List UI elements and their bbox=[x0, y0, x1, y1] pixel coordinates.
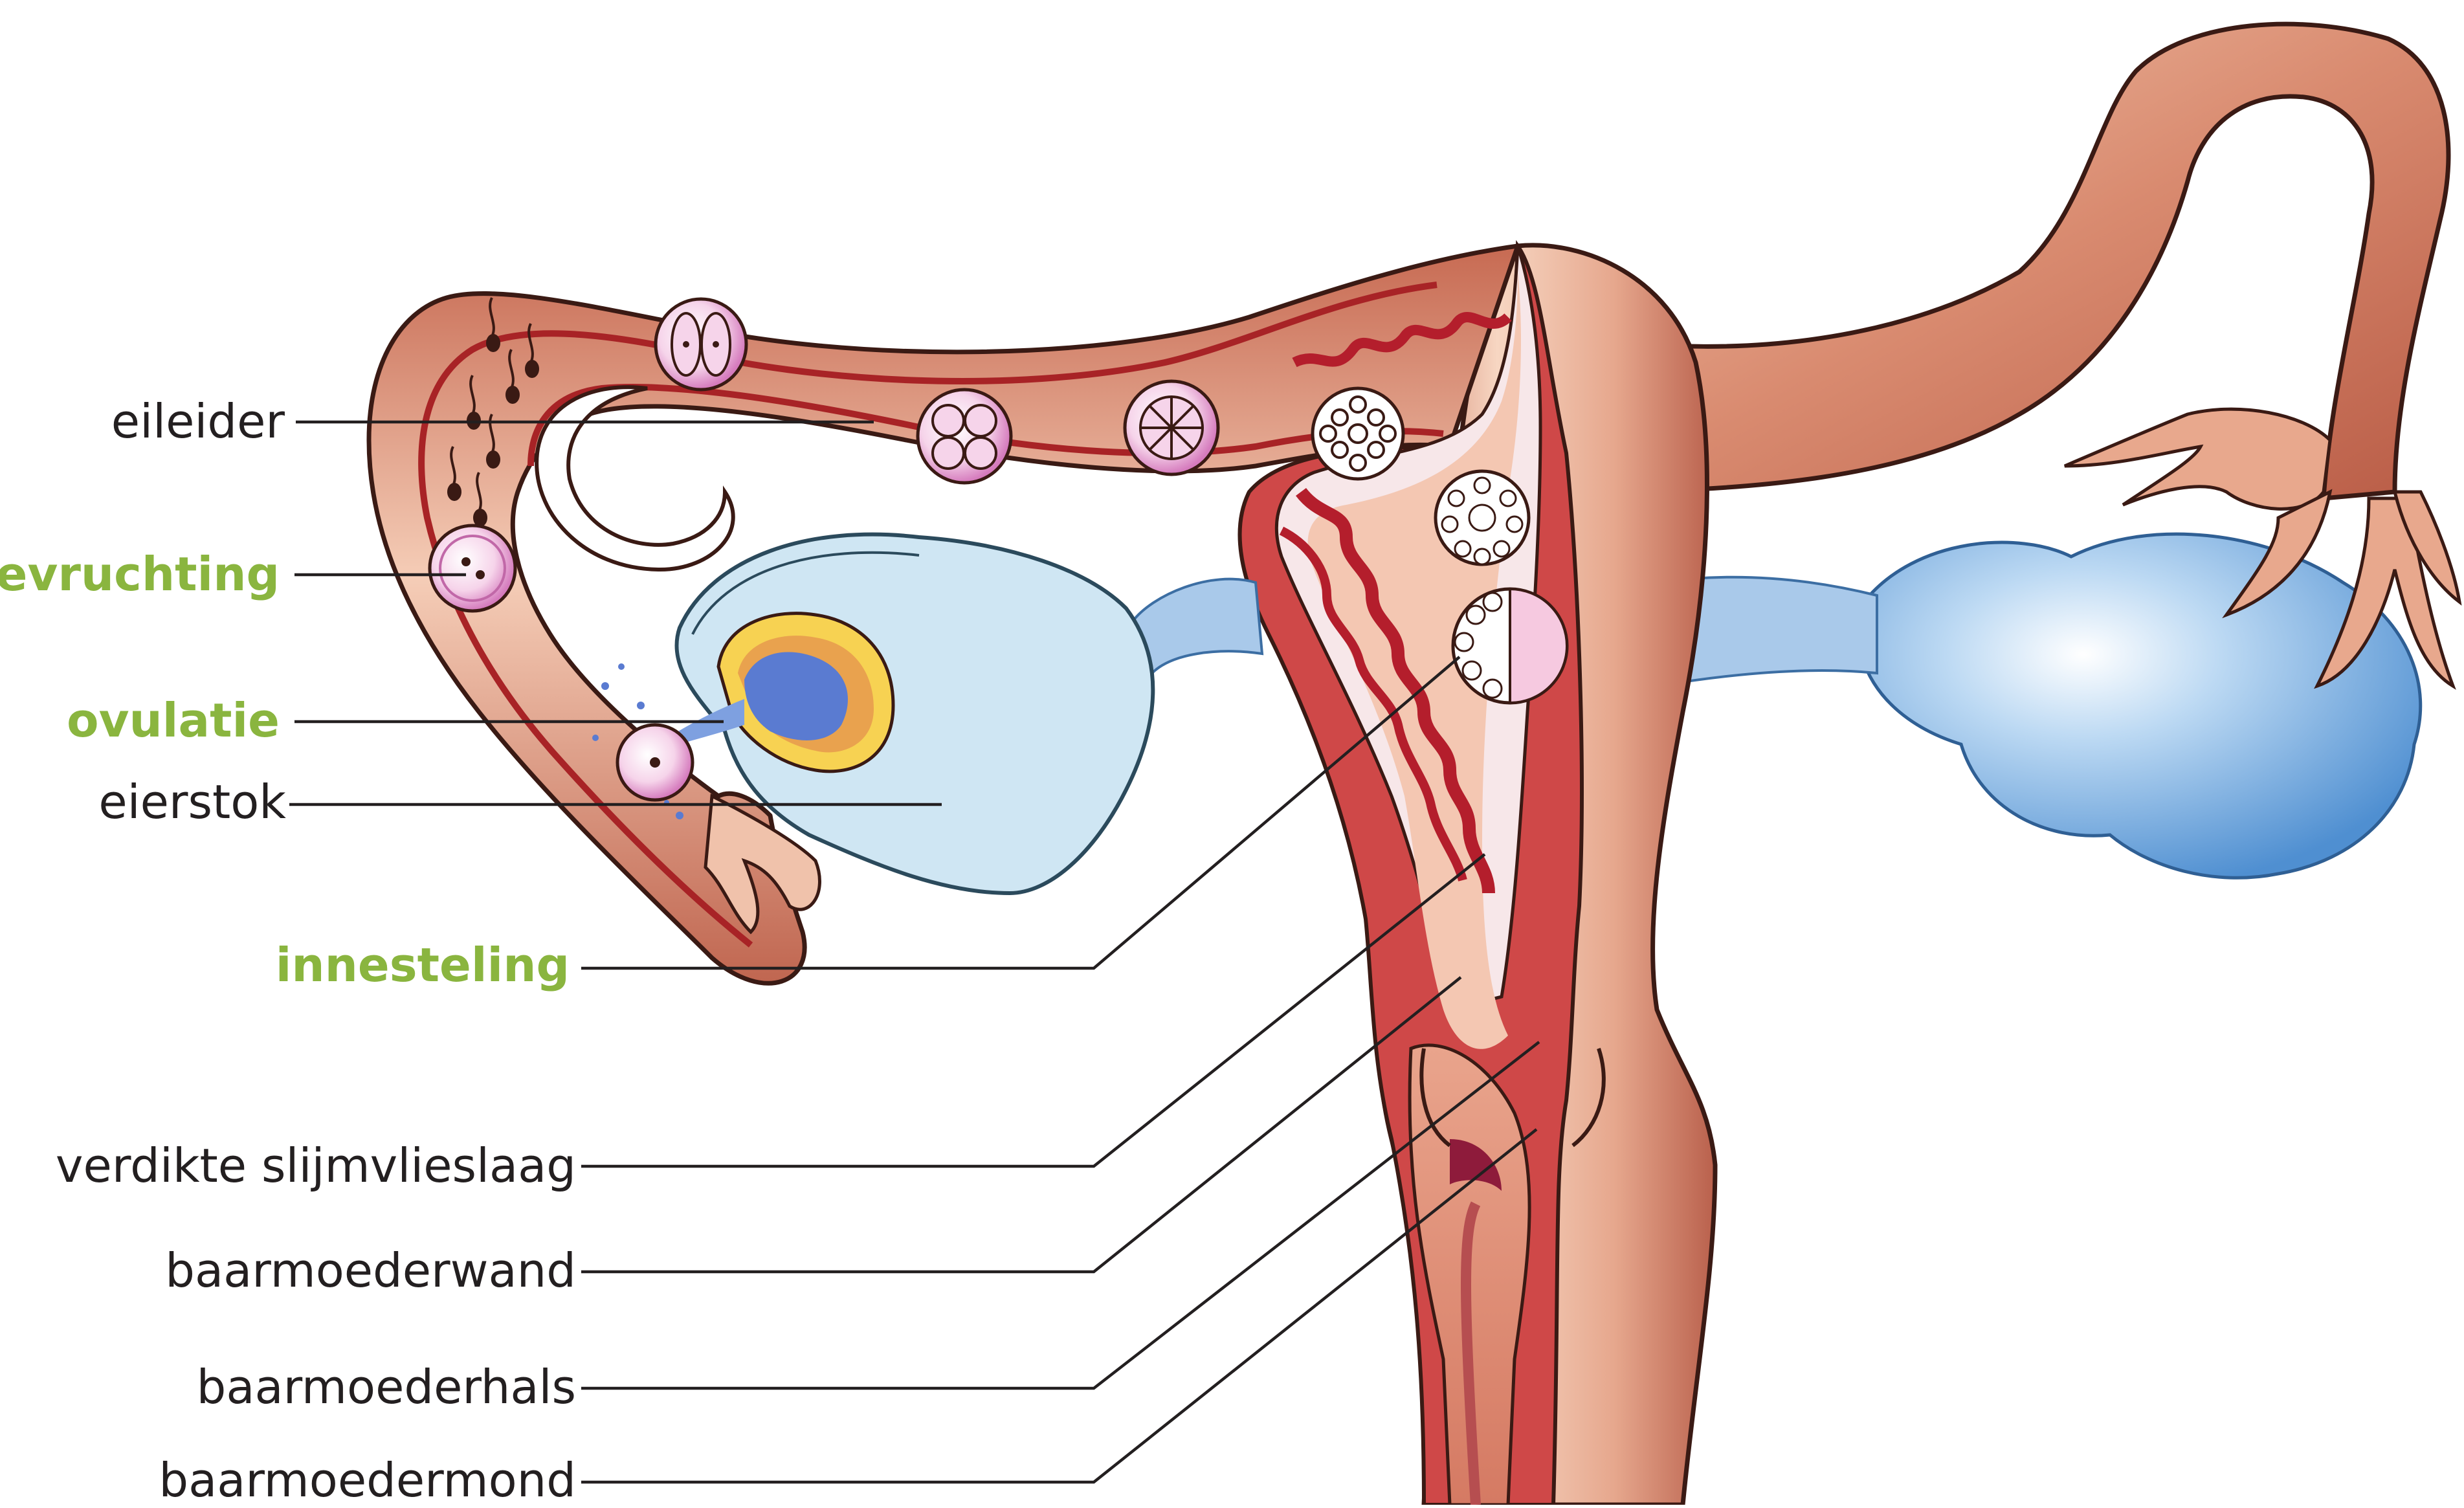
label-baarmoedermond: baarmoedermond bbox=[159, 1453, 576, 1505]
implanting-blastocyst-icon bbox=[1453, 589, 1567, 703]
eight-cell-embryo-icon bbox=[1125, 381, 1218, 474]
leader-baarmoederwand bbox=[581, 977, 1461, 1272]
fertilized-egg-icon bbox=[430, 526, 515, 611]
label-verdikte-slijmvlieslaag: verdikte slijmvlieslaag bbox=[56, 1138, 576, 1193]
two-cell-embryo-icon bbox=[656, 299, 746, 390]
label-baarmoederwand: baarmoederwand bbox=[165, 1243, 576, 1298]
four-cell-embryo-icon bbox=[918, 390, 1011, 483]
morula-icon bbox=[1313, 388, 1403, 479]
blastocyst-icon bbox=[1436, 471, 1529, 564]
leader-baarmoedermond bbox=[581, 1129, 1537, 1482]
right-ovary bbox=[1859, 534, 2421, 878]
ovulated-egg-icon bbox=[617, 725, 693, 800]
label-bevruchting: bevruchting bbox=[0, 547, 280, 601]
label-eierstok: eierstok bbox=[98, 775, 286, 829]
label-ovulatie: ovulatie bbox=[67, 693, 280, 748]
label-innesteling: innesteling bbox=[276, 938, 570, 992]
label-baarmoederhals: baarmoederhals bbox=[197, 1360, 576, 1414]
label-eileider: eileider bbox=[111, 394, 285, 449]
